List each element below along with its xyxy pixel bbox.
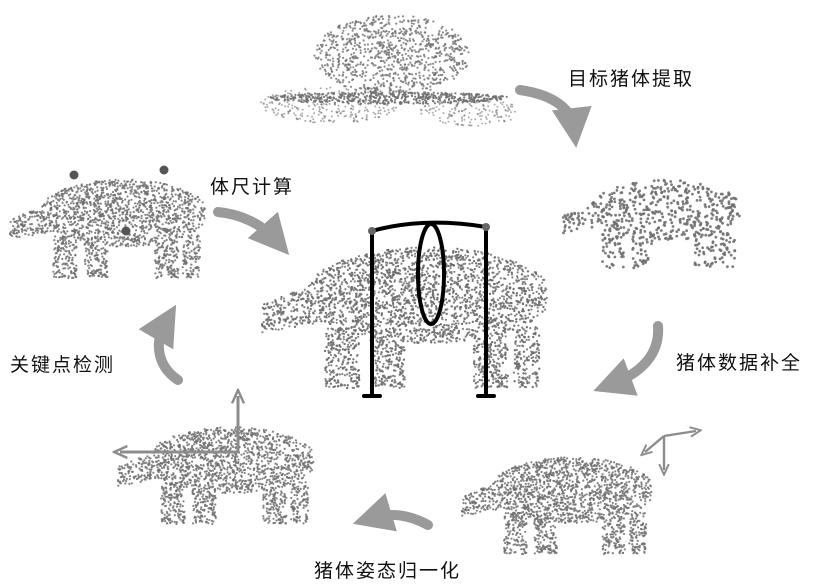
- arrow-keypoints: [159, 322, 178, 380]
- arrow-measure: [218, 212, 276, 240]
- measured-pig-point-cloud: [261, 246, 548, 389]
- step-label-complete: 猪体数据补全: [676, 348, 802, 375]
- step-label-keypoints: 关键点检测: [10, 350, 115, 377]
- completed-pig-point-cloud: [461, 456, 652, 555]
- axes-icon-right: [645, 431, 696, 470]
- step-label-normalize: 猪体姿态归一化: [314, 556, 461, 583]
- extracted-pig-point-cloud: [562, 179, 741, 269]
- step-label-measure: 体尺计算: [210, 172, 294, 199]
- arrow-extract: [520, 90, 574, 128]
- step-label-extract: 目标猪体提取: [568, 64, 694, 91]
- keypoint-pig-point-cloud: [9, 179, 206, 280]
- raw-scene-point-cloud: [260, 15, 516, 127]
- arrow-normalize: [372, 515, 428, 525]
- arrow-complete: [612, 326, 658, 384]
- normalized-pig-point-cloud: [117, 426, 315, 525]
- axes-icon-left: [120, 396, 238, 452]
